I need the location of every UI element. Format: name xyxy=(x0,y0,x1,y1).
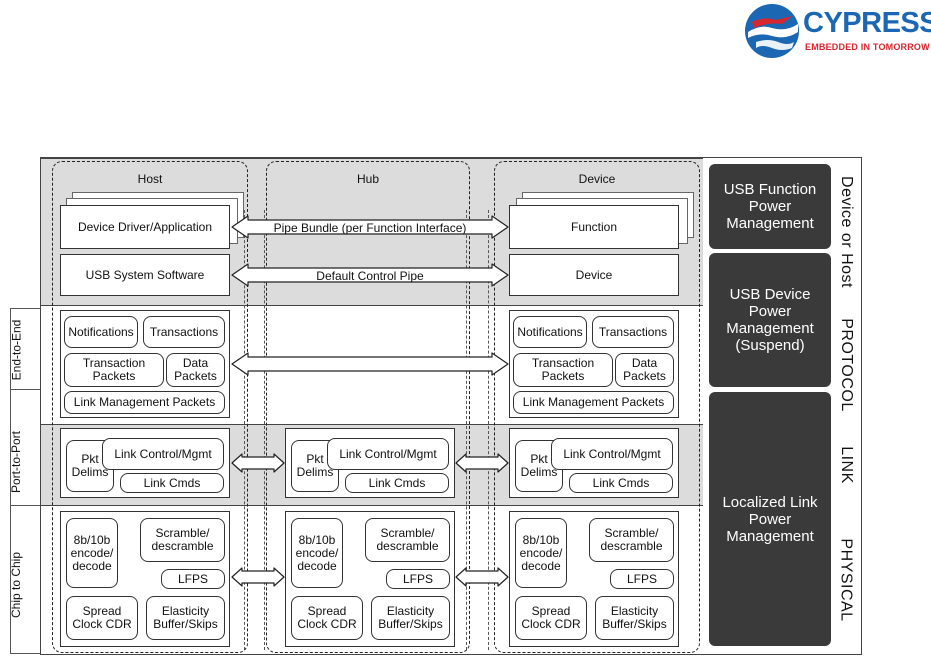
host-link-mgmt-packets: Link Management Packets xyxy=(64,391,225,414)
host-pkt-delims: Pkt Delims xyxy=(66,440,114,492)
host-link-control: Link Control/Mgmt xyxy=(102,438,224,470)
host-lfps: LFPS xyxy=(161,569,225,589)
host-hub-phy-arrow xyxy=(231,567,285,587)
pipe-bundle-label: Pipe Bundle (per Function Interface) xyxy=(273,221,467,235)
default-control-pipe-arrow xyxy=(231,263,509,287)
logo-wordmark: CYPRESS xyxy=(803,7,931,39)
host-column xyxy=(52,161,248,653)
device-column xyxy=(494,161,700,653)
link-layer-label: LINK xyxy=(838,446,856,484)
device-elasticity: Elasticity Buffer/Skips xyxy=(595,596,674,640)
device-link-mgmt-packets: Link Management Packets xyxy=(513,391,674,414)
device-column-title: Device xyxy=(578,172,616,186)
hub-encode-decode: 8b/10b encode/ decode xyxy=(291,518,343,588)
device-encode-decode: 8b/10b encode/ decode xyxy=(515,518,567,588)
host-spread-clock: Spread Clock CDR xyxy=(66,596,138,640)
port-to-port-bracket xyxy=(10,390,40,506)
device-transactions: Transactions xyxy=(592,316,674,348)
pipe-guide-line xyxy=(488,210,489,650)
host-scramble: Scramble/ descramble xyxy=(140,518,225,562)
device-spread-clock: Spread Clock CDR xyxy=(515,596,587,640)
hub-device-link-arrow xyxy=(455,453,509,473)
usb-system-software-box: USB System Software xyxy=(60,254,230,296)
end-to-end-bracket xyxy=(10,308,40,390)
device-link-control: Link Control/Mgmt xyxy=(551,438,673,470)
logo-tagline: EMBEDDED IN TOMORROW xyxy=(805,42,930,52)
pipe-bundle-arrow xyxy=(231,215,509,239)
hub-lfps: LFPS xyxy=(386,569,450,589)
device-lfps: LFPS xyxy=(610,569,674,589)
device-transaction-packets: Transaction Packets xyxy=(513,353,613,387)
pipe-guide-line xyxy=(466,210,467,650)
localized-link-power-mgmt: Localized Link Power Management xyxy=(709,392,831,646)
host-transactions: Transactions xyxy=(143,316,225,348)
host-hub-link-arrow xyxy=(231,453,285,473)
device-notifications: Notifications xyxy=(513,316,587,348)
hub-scramble: Scramble/ descramble xyxy=(365,518,450,562)
hub-elasticity: Elasticity Buffer/Skips xyxy=(371,596,450,640)
hub-column-title: Hub xyxy=(356,172,379,186)
hub-link-control: Link Control/Mgmt xyxy=(327,438,449,470)
hub-column xyxy=(266,161,470,653)
host-elasticity: Elasticity Buffer/Skips xyxy=(146,596,225,640)
protocol-layer-label: PROTOCOL xyxy=(838,318,855,412)
device-box: Device xyxy=(509,254,679,296)
device-scramble: Scramble/ descramble xyxy=(589,518,674,562)
hub-device-phy-arrow xyxy=(455,567,509,587)
function-box: Function xyxy=(509,205,679,249)
usb-function-power-mgmt: USB Function Power Management xyxy=(709,164,831,249)
pipe-guide-line xyxy=(264,210,265,650)
physical-layer-label: PHYSICAL xyxy=(838,538,856,622)
device-link-cmds: Link Cmds xyxy=(569,473,673,493)
hub-link-cmds: Link Cmds xyxy=(345,473,449,493)
hub-spread-clock: Spread Clock CDR xyxy=(291,596,363,640)
protocol-arrow xyxy=(231,352,509,376)
host-encode-decode: 8b/10b encode/ decode xyxy=(66,518,118,588)
host-column-title: Host xyxy=(137,172,163,186)
usb-device-power-mgmt: USB Device Power Management (Suspend) xyxy=(709,253,831,387)
chip-to-chip-bracket xyxy=(10,506,40,654)
host-notifications: Notifications xyxy=(64,316,138,348)
device-or-host-layer-label: Device or Host xyxy=(838,176,856,288)
device-driver-box: Device Driver/Application xyxy=(60,205,230,249)
device-data-packets: Data Packets xyxy=(615,353,674,387)
pipe-guide-line xyxy=(244,210,245,650)
host-link-cmds: Link Cmds xyxy=(120,473,224,493)
cypress-logo xyxy=(745,4,799,58)
host-transaction-packets: Transaction Packets xyxy=(64,353,164,387)
host-data-packets: Data Packets xyxy=(166,353,225,387)
default-control-pipe-label: Default Control Pipe xyxy=(316,269,424,283)
